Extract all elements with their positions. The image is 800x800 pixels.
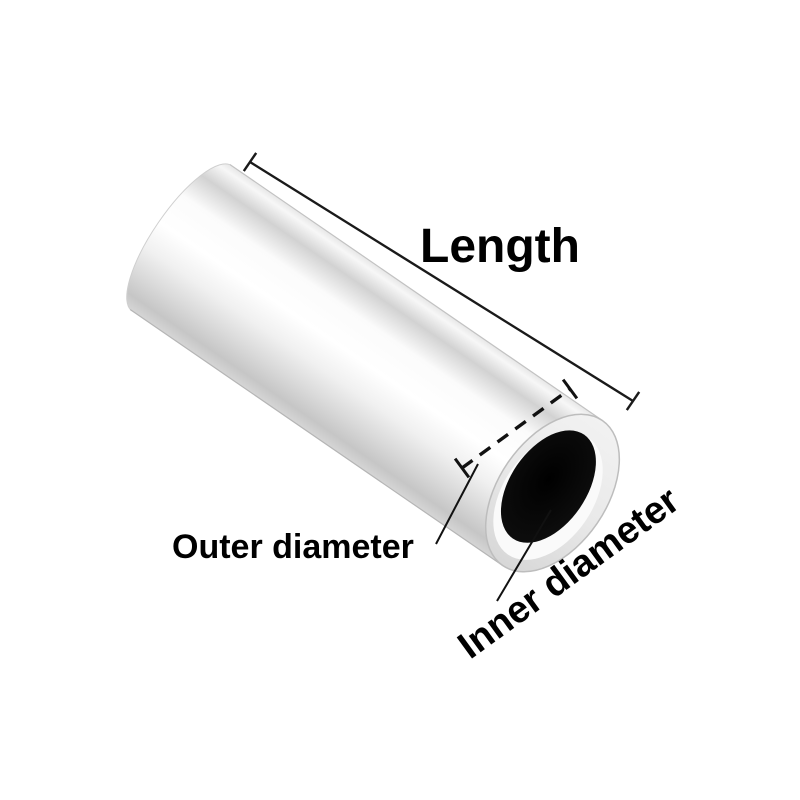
outer-diameter-label: Outer diameter — [172, 528, 414, 566]
outer-diameter-leader-line — [435, 463, 479, 545]
outer-diameter-dashed-line — [460, 387, 572, 470]
length-dimension-line — [249, 160, 634, 403]
tube-body — [130, 164, 603, 566]
length-tick-end — [625, 391, 641, 411]
length-tick-start — [242, 152, 258, 172]
length-dimension — [242, 152, 641, 411]
tube-illustration — [126, 163, 621, 573]
tube-bottom-edge — [129, 309, 504, 567]
inner-diameter-leader-line — [496, 509, 552, 602]
tube-top-edge — [229, 163, 603, 421]
outer-diameter-tick-end — [561, 378, 579, 400]
outer-diameter-tick-start — [453, 457, 471, 479]
length-label: Length — [420, 220, 580, 273]
tube-inner-hole — [500, 430, 596, 543]
outer-diameter-dimension — [453, 378, 579, 479]
